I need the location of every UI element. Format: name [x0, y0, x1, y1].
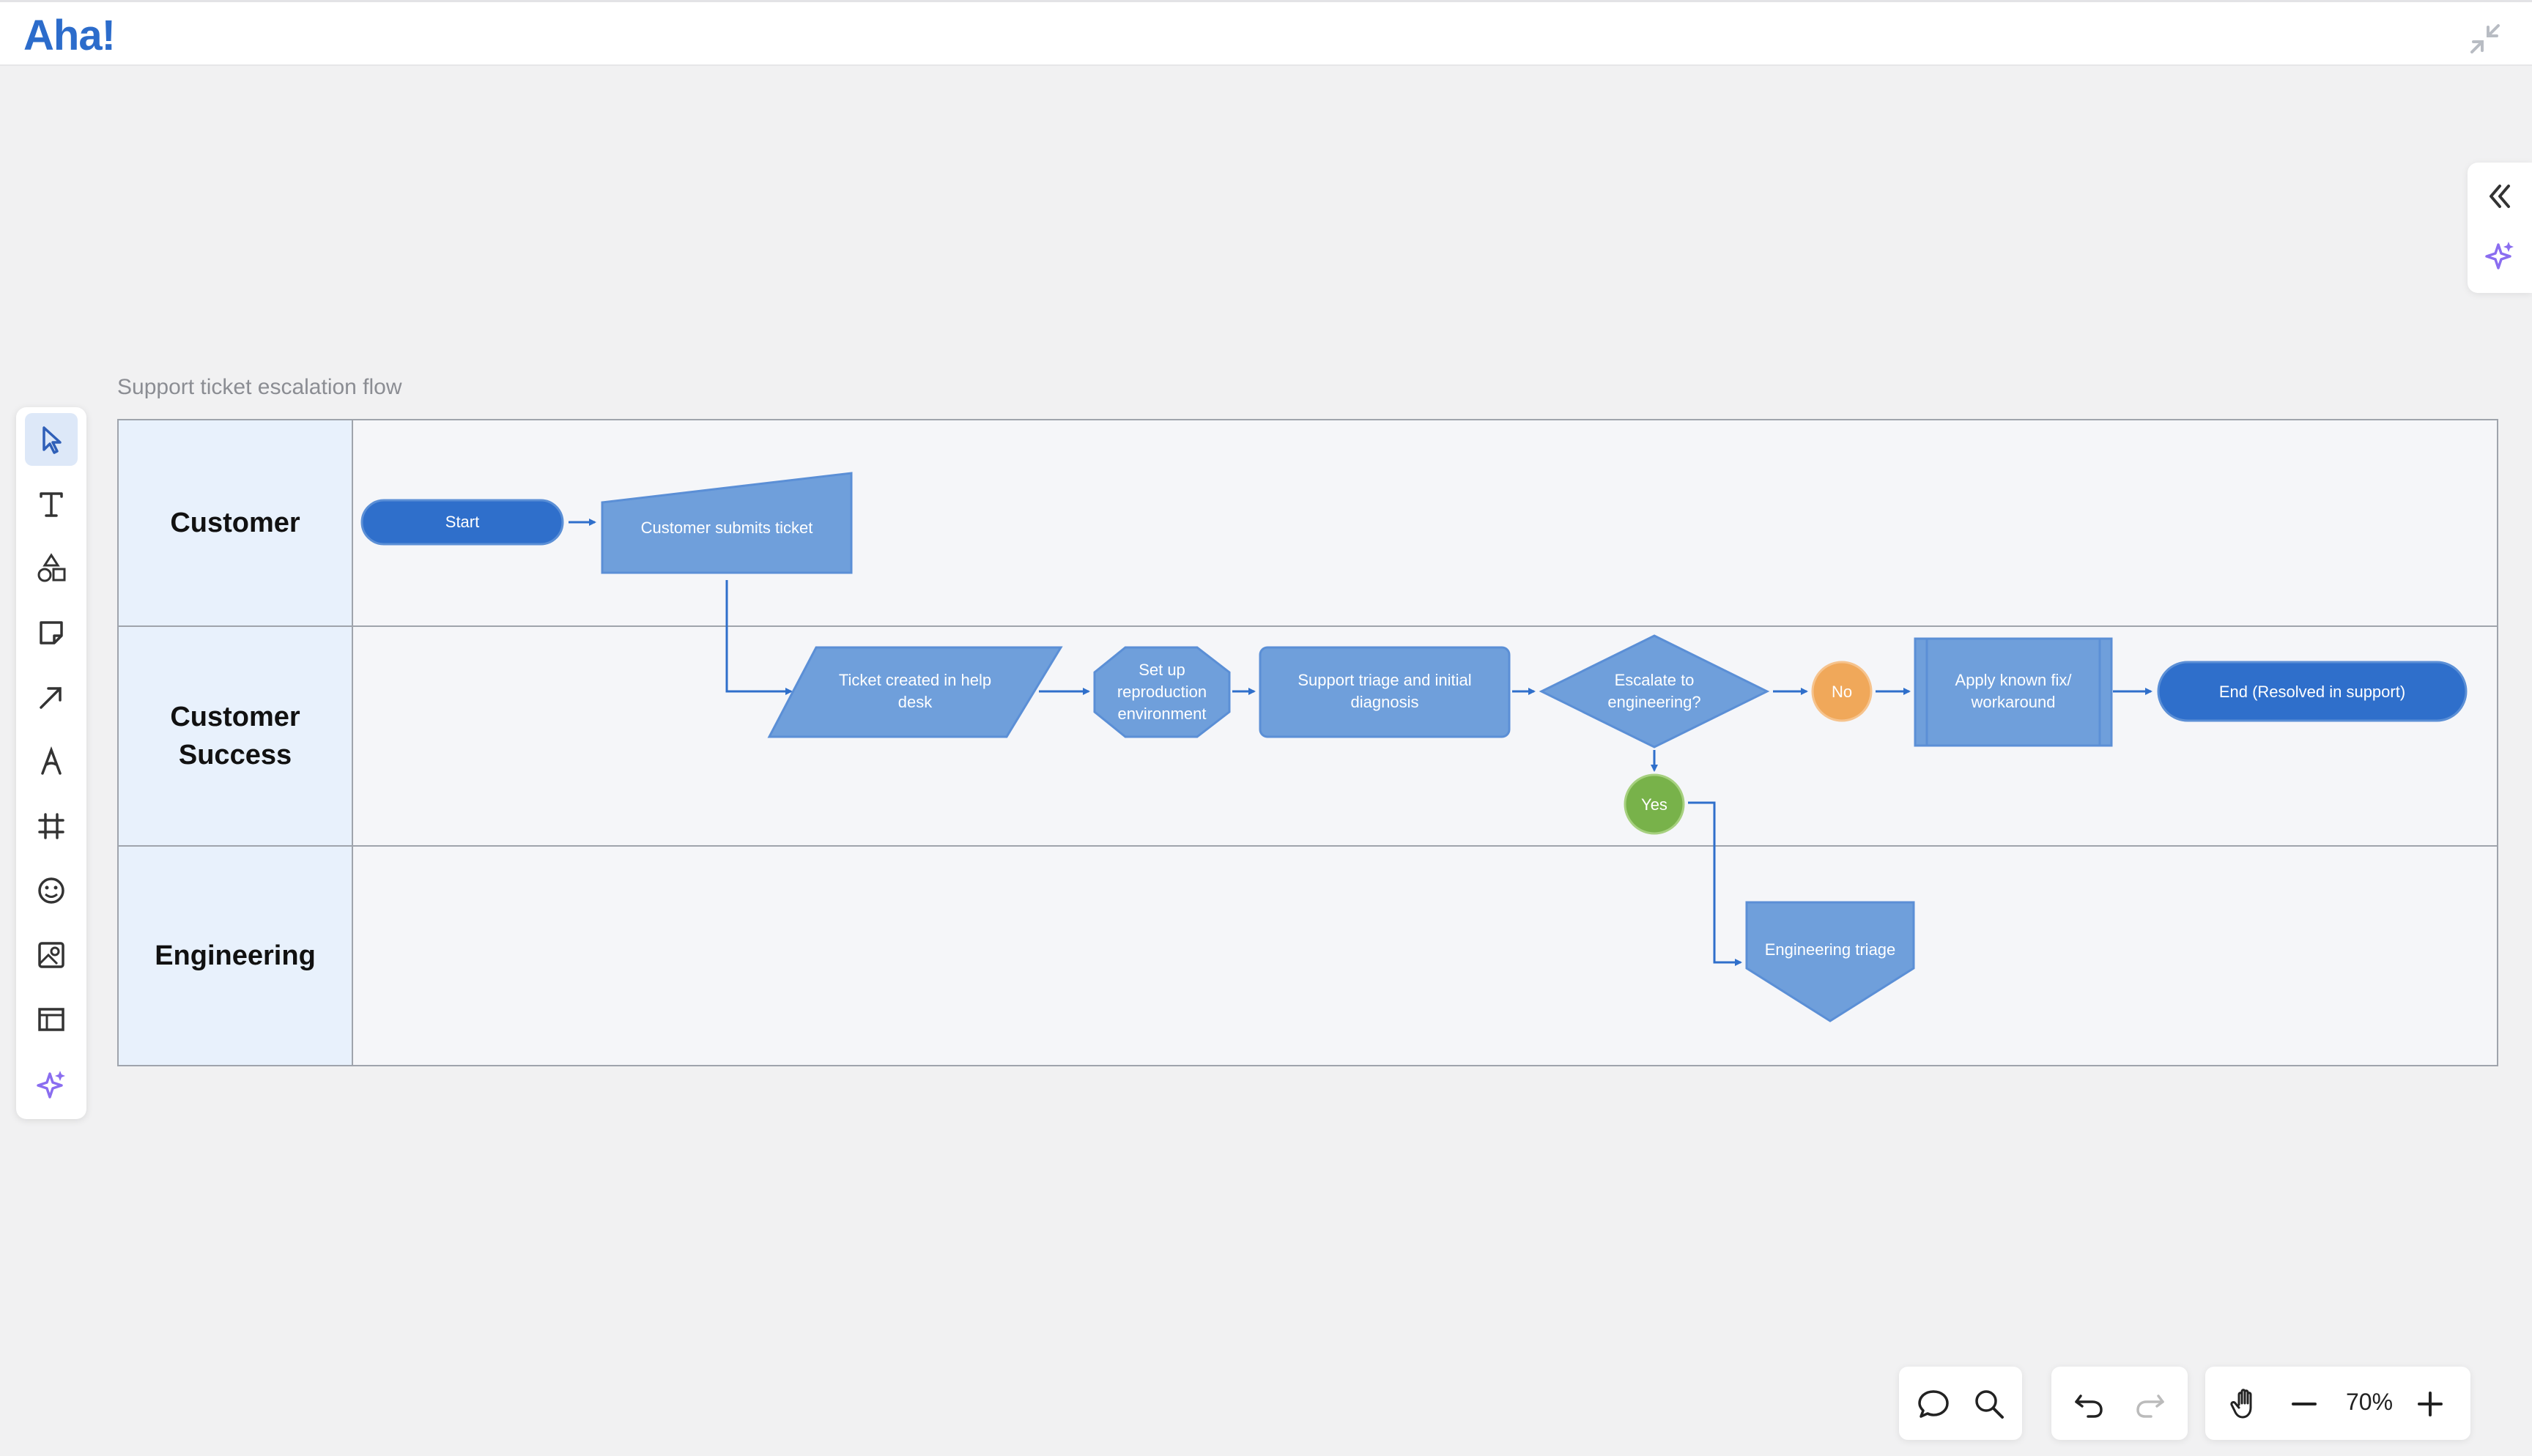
bottom-group-zoom: 70%	[2205, 1367, 2470, 1440]
cursor-icon[interactable]	[25, 413, 78, 466]
node-apply-fix[interactable]: Apply known fix/ workaround	[1914, 637, 2113, 747]
minimize-icon[interactable]	[2468, 21, 2503, 56]
shapes-icon[interactable]	[25, 542, 78, 595]
svg-text:Start: Start	[445, 513, 479, 531]
sticky-note-icon[interactable]	[25, 606, 78, 659]
node-escalate-decision[interactable]: Escalate to engineering?	[1539, 634, 1770, 749]
node-end[interactable]: End (Resolved in support)	[2157, 661, 2468, 722]
lane-divider	[119, 845, 2497, 847]
undo-icon[interactable]	[2070, 1386, 2107, 1422]
comment-icon[interactable]	[1915, 1386, 1952, 1422]
hand-icon[interactable]	[2227, 1386, 2264, 1422]
svg-text:Customer submits ticket: Customer submits ticket	[641, 519, 813, 537]
bottom-group-comment-search	[1899, 1367, 2022, 1440]
svg-text:Escalate to: Escalate to	[1615, 671, 1695, 689]
lane-label-engineering[interactable]: Engineering	[119, 847, 353, 1065]
node-ticket-created[interactable]: Ticket created in help desk	[767, 646, 1063, 738]
arrow-icon[interactable]	[25, 671, 78, 724]
node-customer-submits-ticket[interactable]: Customer submits ticket	[601, 472, 853, 574]
node-support-triage[interactable]: Support triage and initial diagnosis	[1259, 646, 1511, 738]
template-icon[interactable]	[25, 993, 78, 1046]
text-icon[interactable]	[25, 478, 78, 530]
svg-text:Engineering triage: Engineering triage	[1765, 940, 1896, 959]
minus-icon[interactable]	[2286, 1386, 2322, 1422]
connector-yes-eng[interactable]	[1688, 801, 1742, 966]
node-no[interactable]: No	[1811, 661, 1873, 722]
svg-text:environment: environment	[1117, 705, 1206, 723]
connector-submit-ticket[interactable]	[725, 580, 793, 695]
svg-text:Support triage and initial: Support triage and initial	[1298, 671, 1471, 689]
emoji-icon[interactable]	[25, 864, 78, 917]
zoom-level[interactable]: 70%	[2345, 1389, 2394, 1415]
node-setup-environment[interactable]: Set up reproduction environment	[1093, 646, 1231, 738]
svg-text:reproduction: reproduction	[1117, 683, 1207, 701]
sparkle-icon[interactable]	[25, 1058, 78, 1110]
svg-text:diagnosis: diagnosis	[1351, 693, 1419, 711]
svg-text:Set up: Set up	[1139, 661, 1185, 679]
svg-text:No: No	[1832, 683, 1852, 701]
svg-text:End (Resolved in support): End (Resolved in support)	[2219, 683, 2405, 701]
frame-icon[interactable]	[25, 800, 78, 853]
lane-divider	[119, 625, 2497, 627]
lane-label-customer[interactable]: Customer	[119, 420, 353, 625]
app-logo[interactable]: Aha!	[23, 12, 116, 59]
image-icon[interactable]	[25, 929, 78, 981]
left-toolbar	[16, 407, 86, 1119]
svg-text:desk: desk	[898, 693, 933, 711]
board-title: Support ticket escalation flow	[117, 375, 402, 399]
right-side-panel	[2468, 163, 2532, 293]
sparkle-icon[interactable]	[2482, 239, 2517, 274]
lane-label-customer-success[interactable]: Customer Success	[119, 627, 353, 845]
svg-text:engineering?: engineering?	[1607, 693, 1700, 711]
top-bar: Aha!	[0, 0, 2532, 66]
search-icon[interactable]	[1971, 1386, 2007, 1422]
svg-text:Yes: Yes	[1641, 795, 1667, 814]
connectors	[569, 519, 2152, 966]
node-engineering-triage[interactable]: Engineering triage	[1745, 901, 1915, 1022]
plus-icon[interactable]	[2412, 1386, 2448, 1422]
pen-icon[interactable]	[25, 735, 78, 788]
svg-text:workaround: workaround	[1971, 693, 2056, 711]
node-start[interactable]: Start	[360, 499, 564, 546]
svg-text:Ticket created in help: Ticket created in help	[839, 671, 991, 689]
redo-icon[interactable]	[2132, 1386, 2169, 1422]
node-yes[interactable]: Yes	[1624, 773, 1685, 835]
double-chevron-left-icon[interactable]	[2482, 179, 2517, 214]
bottom-group-history	[2051, 1367, 2188, 1440]
svg-text:Apply known fix/: Apply known fix/	[1955, 671, 2073, 689]
